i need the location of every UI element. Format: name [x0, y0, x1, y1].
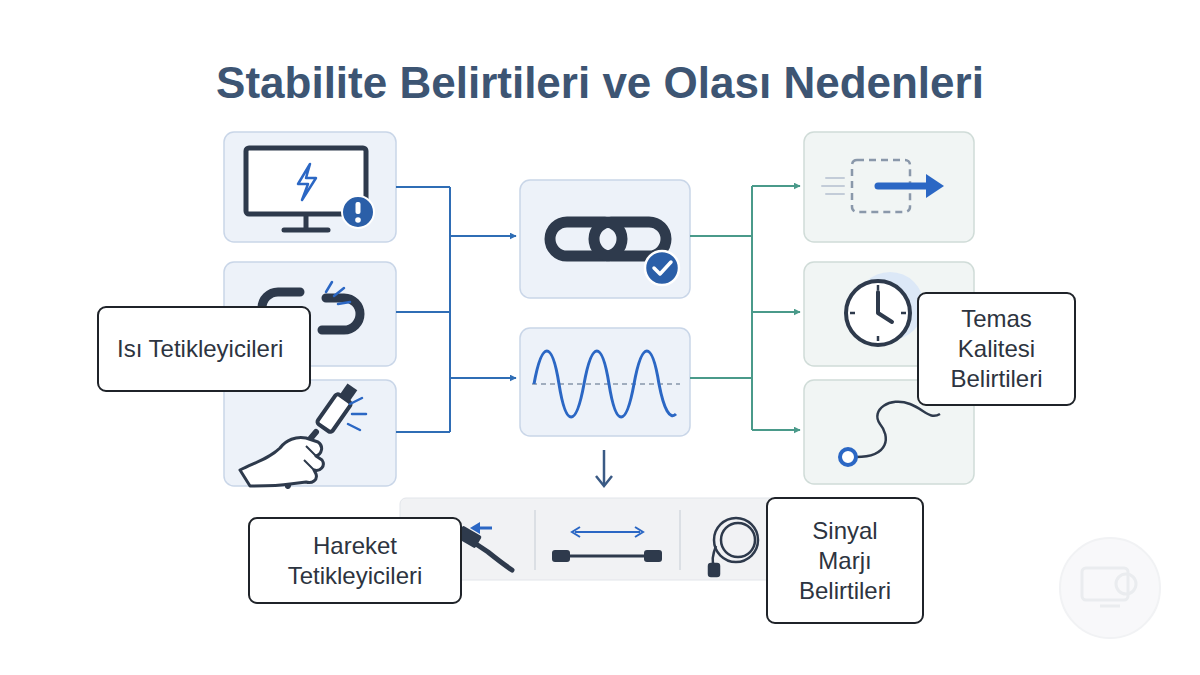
contact-cable-icon-part — [840, 449, 856, 465]
chain-check-icon — [550, 222, 679, 285]
clock-icon-part — [846, 281, 910, 345]
blue-wiring — [396, 187, 516, 432]
watermark-icon-part — [1082, 568, 1128, 600]
watermark-icon-part — [1060, 538, 1160, 638]
green-wiring-part — [751, 186, 753, 430]
down-arrow-part — [603, 450, 606, 484]
contact-cable-icon — [840, 402, 940, 465]
coiled-cable-icon-part — [714, 518, 758, 562]
callout-box: Isı Tetikleyicileri — [97, 306, 311, 392]
blue-wiring-part — [396, 431, 450, 433]
monitor-icon-part — [356, 202, 361, 214]
callout-label: Isı Tetikleyicileri — [117, 334, 291, 364]
down-arrow-part — [596, 476, 612, 486]
callout-box: Sinyal Marjı Belirtileri — [766, 497, 924, 624]
green-wiring — [690, 186, 800, 430]
blue-wiring-part — [449, 187, 451, 432]
hand-cable-icon-part — [348, 398, 366, 430]
green-wiring-part — [690, 235, 752, 237]
symptom-panels-part — [804, 132, 974, 242]
clock-ticks-part — [877, 285, 880, 290]
broken-chain-icon-part — [326, 282, 350, 304]
monitor-icon-part — [284, 228, 328, 233]
cable-length-icon-part — [575, 531, 640, 533]
hand-cable-icon-part — [240, 437, 323, 486]
green-wiring-part — [752, 185, 800, 187]
clock-icon — [846, 272, 924, 345]
cause-panels-part — [224, 380, 396, 486]
chain-check-icon-part — [594, 222, 666, 256]
callout-box: Temas Kalitesi Belirtileri — [917, 292, 1076, 406]
clock-ticks-part — [850, 312, 855, 315]
middle-panels-part — [520, 180, 690, 298]
signal-wave-icon-part — [534, 351, 676, 417]
hand-cable-icon — [240, 382, 366, 486]
blue-wiring-part — [450, 235, 516, 237]
clock-icon-part — [878, 292, 892, 322]
cable-length-icon-part — [560, 555, 654, 558]
hand-cable-icon-part-part — [339, 383, 357, 401]
monitor-icon-part — [304, 214, 309, 228]
coiled-cable-icon-part — [721, 523, 755, 557]
down-arrow — [596, 450, 612, 486]
cable-length-icon-part — [644, 550, 662, 562]
dropout-icon-part — [822, 178, 844, 194]
cause-panels-part — [224, 132, 396, 242]
watermark-icon-part — [1116, 574, 1136, 594]
chain-check-icon-part — [654, 262, 671, 274]
green-wiring-part — [690, 377, 752, 379]
green-wiring-part — [752, 311, 800, 313]
cable-length-icon — [552, 527, 662, 562]
coiled-cable-icon — [709, 518, 758, 576]
monitor-icon-part — [355, 217, 361, 223]
clock-ticks — [850, 285, 906, 341]
clock-ticks-part — [901, 312, 906, 315]
watermark-icon — [1060, 538, 1160, 638]
monitor-icon-part — [298, 164, 316, 200]
middle-panels — [520, 180, 690, 436]
hand-cable-icon-part — [304, 446, 316, 470]
dropout-icon-part — [878, 183, 930, 190]
chain-check-icon-part — [645, 251, 679, 285]
callout-label: Hareket Tetikleyicileri — [268, 531, 442, 591]
green-wiring-part — [752, 429, 800, 431]
bottom-strip-part — [679, 510, 681, 570]
middle-panels-part — [520, 328, 690, 436]
callout-label: Sinyal Marjı Belirtileri — [786, 516, 904, 606]
monitor-icon — [246, 148, 374, 230]
cable-length-icon-part — [572, 527, 643, 537]
watermark-icon-part — [1100, 605, 1120, 608]
blue-wiring-part — [396, 186, 450, 188]
clock-ticks-part — [877, 336, 880, 341]
bottom-strip-part — [534, 510, 536, 570]
unplug-icon — [456, 522, 512, 570]
diagram-title: Stabilite Belirtileri ve Olası Nedenleri — [0, 58, 1200, 108]
cable-length-icon-part — [552, 550, 570, 562]
blue-wiring-part — [450, 377, 516, 379]
signal-wave-icon — [532, 351, 680, 417]
dropout-icon-part — [926, 174, 944, 198]
blue-wiring-part — [396, 311, 450, 313]
callout-box: Hareket Tetikleyicileri — [248, 517, 462, 604]
callout-label: Temas Kalitesi Belirtileri — [937, 304, 1056, 394]
contact-cable-icon-part — [856, 402, 940, 457]
dropout-icon — [822, 160, 944, 212]
monitor-icon-part — [342, 196, 374, 228]
coiled-cable-icon-part — [709, 564, 719, 576]
